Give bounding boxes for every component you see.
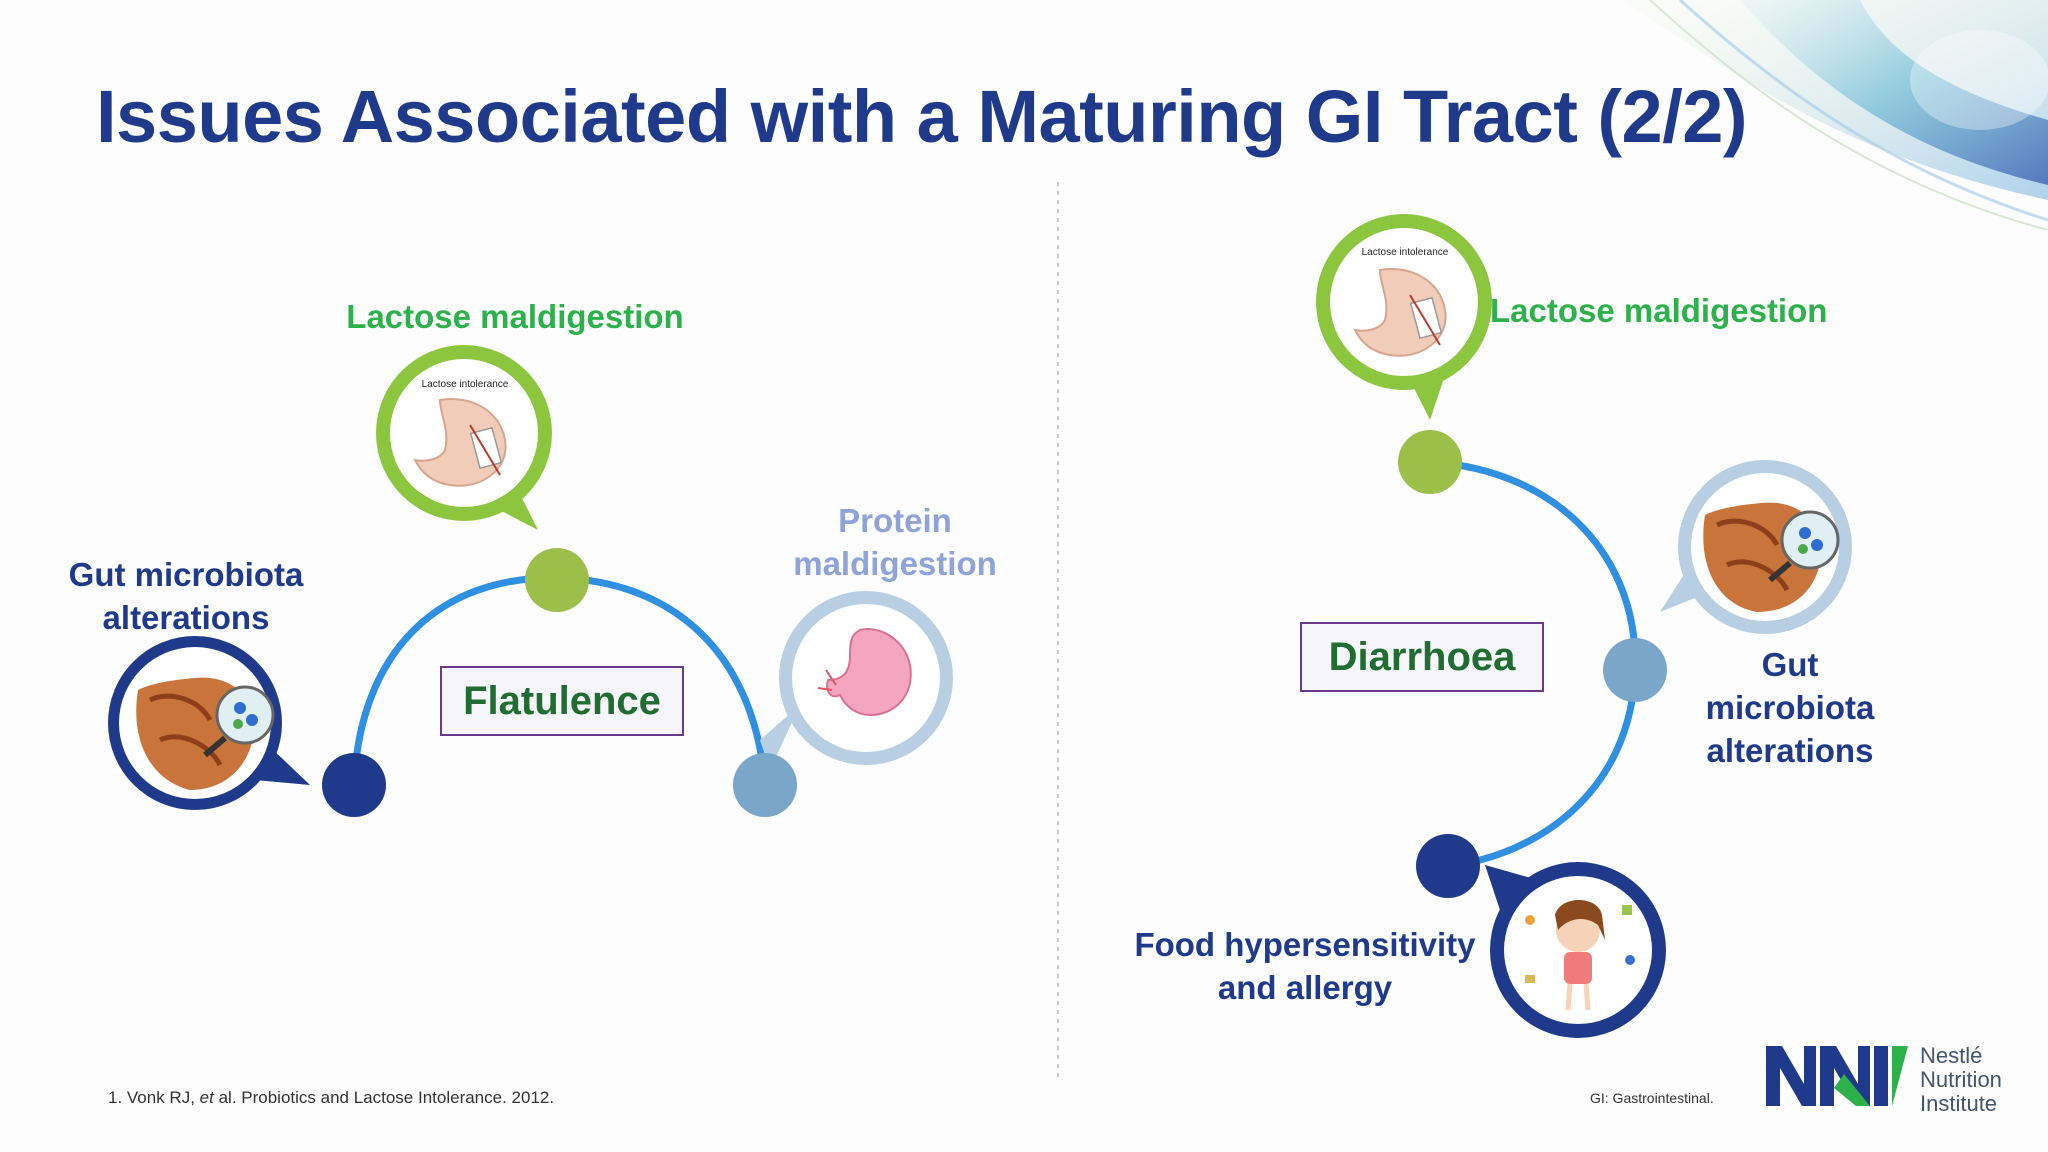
nni-line-3: Institute [1920,1091,1998,1117]
right-bubble-caption: Lactose intolerance [1362,247,1449,258]
right-label-lactose: Lactose maldigestion [1490,292,1828,329]
right-dot-lactose [1398,430,1462,494]
left-center-box: Flatulence [440,666,684,736]
right-gut-bubble [1660,460,1852,634]
left-label-lactose: Lactose maldigestion [346,298,684,335]
reference: 1. Vonk RJ, et al. Probiotics and Lactos… [108,1088,554,1108]
reference-etal: et [199,1088,214,1107]
nni-logo-text: Nestlé Nutrition Institute [1920,1043,2002,1117]
right-lactose-bubble: Lactose intolerance [1316,214,1492,420]
nni-line-2: Nutrition [1920,1067,2002,1093]
right-dot-gut [1603,638,1667,702]
left-dot-lactose [525,548,589,612]
right-food-bubble [1485,862,1666,1038]
right-dot-food [1416,834,1480,898]
left-dot-gut [322,753,386,817]
left-diagram: Lactose intolerance [108,345,953,817]
left-lactose-bubble: Lactose intolerance [376,345,552,530]
left-gut-bubble [108,636,310,810]
left-protein-bubble [760,591,953,770]
page-title: Issues Associated with a Maturing GI Tra… [96,75,1748,158]
reference-prefix: 1. Vonk RJ, [108,1088,200,1107]
right-label-gut: Gut microbiota alterations [1705,646,1875,769]
right-center-box: Diarrhoea [1300,622,1544,692]
reference-suffix: al. Probiotics and Lactose Intolerance. … [213,1088,555,1107]
left-dot-protein [733,753,797,817]
decorative-swoosh [1620,0,2048,230]
left-label-gut: Gut microbiota alterations [68,556,304,636]
left-label-protein: Protein maldigestion [793,502,997,582]
left-bubble-caption: Lactose intolerance [422,379,509,390]
nni-logo-icon [1766,1046,1908,1106]
right-diagram: Lactose intolerance [1316,214,1852,1038]
nni-line-1: Nestlé [1920,1043,1983,1068]
abbreviation-note: GI: Gastrointestinal. [1590,1090,1714,1106]
right-label-food: Food hypersensitivity and allergy [1134,926,1476,1006]
